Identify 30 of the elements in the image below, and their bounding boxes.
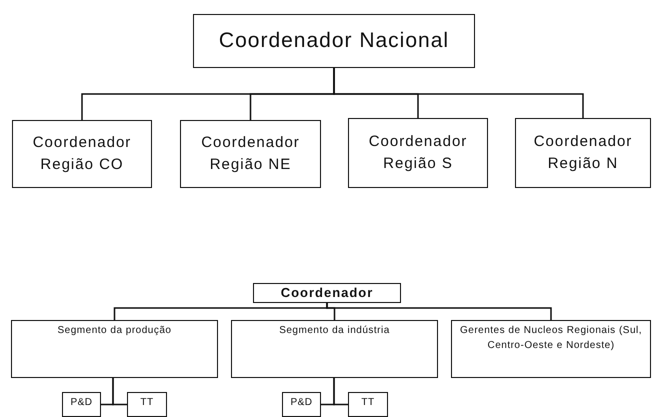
org-box [348,392,388,417]
box-label: P&D [70,396,93,410]
box-label: TT [361,396,375,410]
box-label: Segmento da produção [58,324,172,338]
org-box [282,392,321,417]
org-box [253,283,401,303]
org-box [12,120,152,188]
box-label: Coordenador Região N [532,132,634,174]
box-label: Coordenador Região S [368,132,468,174]
org-box [348,118,488,188]
box-label: Coordenador [280,284,374,302]
box-label: Coordenador Nacional [218,28,450,54]
box-label: Coordenador Região CO [32,133,132,175]
connector-line [112,378,127,406]
org-box [515,118,651,188]
connector-line [333,68,584,118]
box-label: Segmento da indústria [279,324,390,338]
connector-line [333,378,348,406]
connector-line [326,303,552,320]
org-box [193,14,475,68]
org-box [11,320,218,378]
box-label: TT [140,396,154,410]
org-box [62,392,101,417]
org-box [180,120,321,188]
box-label: Gerentes de Nucleos Regionais (Sul, Centro-Oeste e Nordeste) [458,324,644,352]
box-label: P&D [290,396,313,410]
org-box [231,320,438,378]
box-label: Coordenador Região NE [200,133,301,175]
org-box [127,392,167,417]
org-box [451,320,651,378]
